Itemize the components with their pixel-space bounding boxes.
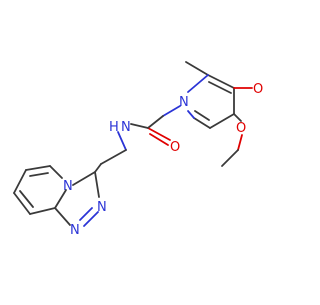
atom-o-methoxy: O <box>236 121 246 136</box>
bond-ring-c2-c3 <box>207 74 235 89</box>
bond-chain-2 <box>94 163 102 173</box>
bond-carbonyl-o-double <box>149 133 169 146</box>
bond-ring-n-c2 <box>187 74 209 93</box>
bond-omethoxy-ch3 <box>237 134 243 151</box>
bond-tri-na-nb <box>83 211 99 227</box>
bond-tri-nb-c8a <box>54 207 71 226</box>
bond-ring-c4-c5 <box>209 113 235 129</box>
molecule-svg: N O O O N H N N N <box>13 61 263 238</box>
bond-ring-c3-c3-double <box>208 81 232 94</box>
bond-methyl <box>185 61 209 76</box>
bond-methoxy-methyl <box>221 149 239 167</box>
atom-n-triazole-a: N <box>97 200 107 215</box>
bond-carbonyl-nh <box>130 123 149 129</box>
bond-n-ch2 <box>162 105 181 117</box>
bond-c5-omethoxy <box>233 113 242 122</box>
bond-tri-c8a-nbridge <box>54 189 67 209</box>
bond-pyr-c8a-c8 <box>29 207 56 215</box>
bond-pyr-c7-c6 <box>13 169 27 194</box>
bond-tri-na-nb-double <box>79 207 93 221</box>
atom-n-triazole-b: N <box>70 223 80 238</box>
atom-h-amide: H <box>109 120 119 135</box>
bond-pyr-c8-c7-double <box>19 190 34 208</box>
bond-pyr-c5-nbridge <box>49 165 63 179</box>
atom-labels: N O O O N H N N N <box>63 82 263 238</box>
bond-ring-c5-c6-double <box>194 110 210 121</box>
atom-o-amide: O <box>170 140 180 155</box>
bond-ch2-carbonyl <box>147 115 164 129</box>
bond-tri-c3-nbridge <box>72 171 96 186</box>
bond-chain-1 <box>100 149 127 165</box>
atom-n-bridgehead: N <box>63 179 73 194</box>
bond-pyr-c8-c7 <box>13 192 31 215</box>
bond-pyr-c6-c5-double <box>29 172 49 177</box>
bond-ring-c6-n <box>187 110 195 119</box>
bond-tri-c3-na <box>94 171 100 198</box>
bond-nh-ch2 <box>117 131 127 151</box>
bond-carbonyl-o <box>147 127 171 141</box>
atom-n-pyridinone: N <box>179 95 189 110</box>
bond-ring-c5-c6 <box>193 117 211 129</box>
atom-n-amide: N <box>121 120 131 135</box>
bonds <box>13 61 253 227</box>
bond-pyr-c6-c5 <box>25 165 51 171</box>
molecule-diagram: N O O O N H N N N <box>13 61 263 238</box>
atom-o-ketone: O <box>253 82 263 97</box>
